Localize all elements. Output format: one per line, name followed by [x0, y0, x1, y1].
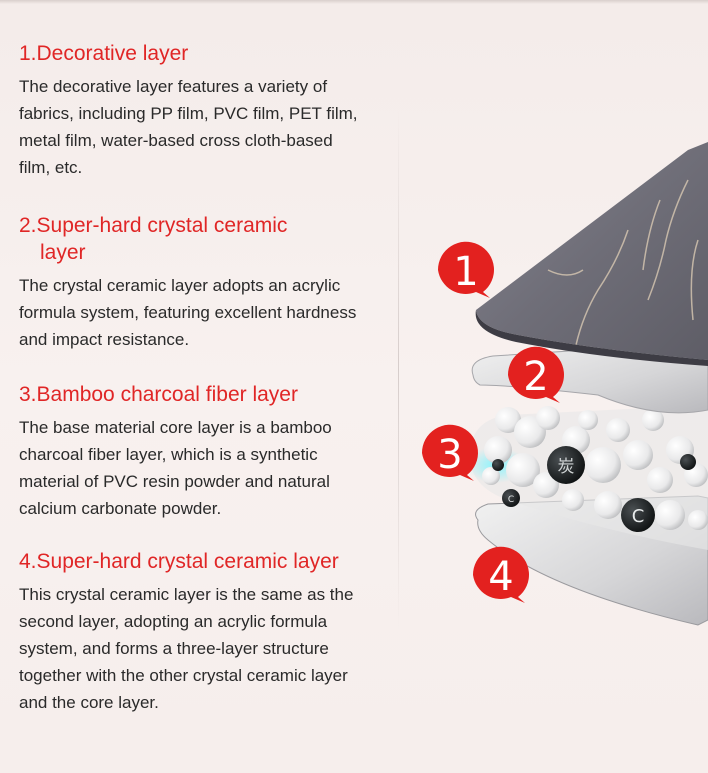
badge-2: 2	[507, 346, 564, 403]
svg-text:1: 1	[453, 249, 478, 295]
section-title: 3.Bamboo charcoal fiber layer	[19, 383, 298, 406]
charcoal-ball-large	[547, 446, 585, 484]
carbon-label-small: C	[508, 495, 514, 505]
carbon-label: C	[632, 506, 645, 527]
carbon-ball-small	[502, 489, 520, 507]
section-body: The crystal ceramic layer adopts an acry…	[19, 276, 357, 349]
badge-4: 4	[472, 546, 529, 603]
layer-1-marble	[476, 142, 708, 360]
section-body: This crystal ceramic layer is the same a…	[19, 585, 354, 712]
carbon-ball-tiny	[492, 459, 504, 471]
section-title: 1.Decorative layer	[19, 42, 189, 65]
section-title: 4.Super-hard crystal ceramic layer	[19, 550, 339, 573]
section-crystal-ceramic-layer: 2.Super-hard crystal ceramic layer The c…	[19, 212, 381, 353]
section-title-line2: layer	[40, 241, 86, 264]
layer-structure-illustration: 炭 C C 1 2 3 4	[421, 142, 708, 626]
marble-veins	[547, 179, 699, 346]
section-crystal-ceramic-layer-bottom: 4.Super-hard crystal ceramic layer This …	[19, 548, 385, 716]
marble-edge	[475, 310, 708, 366]
svg-text:2: 2	[523, 354, 548, 400]
svg-text:3: 3	[437, 432, 462, 478]
section-title-line1: 2.Super-hard crystal ceramic	[19, 214, 288, 237]
section-body: The base material core layer is a bamboo…	[19, 418, 332, 518]
top-shadow-line	[0, 0, 708, 4]
section-decorative-layer: 1.Decorative layer The decorative layer …	[19, 40, 379, 181]
carbon-ball-edge	[680, 454, 696, 470]
layer-3-particles: 炭 C C	[466, 405, 708, 550]
badge-3: 3	[421, 424, 478, 481]
column-divider	[398, 110, 399, 630]
badge-1: 1	[437, 241, 494, 298]
charcoal-char-label: 炭	[558, 457, 575, 477]
section-title: 2.Super-hard crystal ceramic layer	[19, 212, 381, 266]
svg-text:4: 4	[488, 554, 513, 600]
carbon-ball	[621, 498, 655, 532]
section-bamboo-charcoal-layer: 3.Bamboo charcoal fiber layer The base m…	[19, 381, 381, 522]
section-body: The decorative layer features a variety …	[19, 77, 358, 177]
